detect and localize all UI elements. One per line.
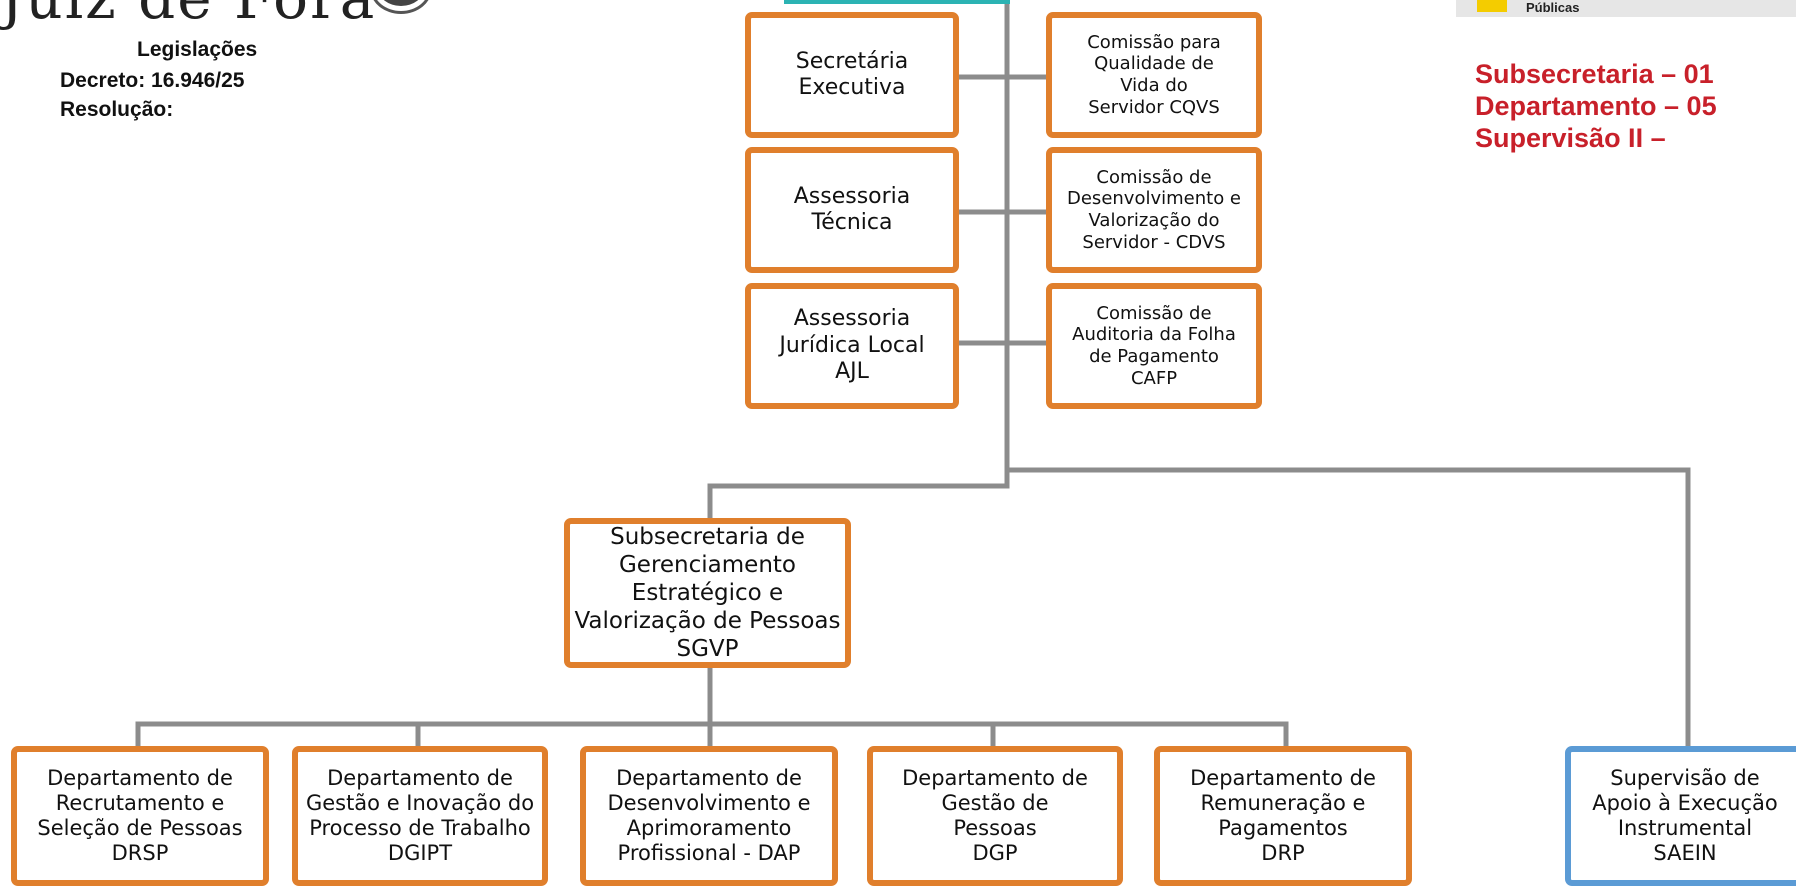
node-dap: Departamento de Desenvolvimento e Aprimo…: [580, 746, 838, 886]
node-label: Departamento de Gestão de Pessoas DGP: [902, 765, 1088, 866]
node-label: Departamento de Recrutamento e Seleção d…: [37, 765, 243, 866]
node-label: Assessoria Jurídica Local AJL: [779, 306, 925, 385]
legend-tab: [1456, 0, 1796, 17]
legend-label: Públicas: [1526, 0, 1580, 15]
node-label: Comissão de Auditoria da Folha de Pagame…: [1072, 302, 1236, 389]
node-cafp: Comissão de Auditoria da Folha de Pagame…: [1046, 283, 1262, 409]
legislation-heading: Legislações: [137, 38, 258, 61]
node-saein: Supervisão de Apoio à Execução Instrumen…: [1565, 746, 1796, 886]
count-subsecretaria: Subsecretaria – 01: [1475, 59, 1714, 89]
node-label: Supervisão de Apoio à Execução Instrumen…: [1592, 765, 1778, 866]
node-label: Departamento de Remuneração e Pagamentos…: [1190, 765, 1376, 866]
node-label: Assessoria Técnica: [793, 183, 911, 235]
connector-lines: [135, 0, 1691, 751]
node-label: Departamento de Gestão e Inovação do Pro…: [305, 765, 535, 866]
node-dgipt: Departamento de Gestão e Inovação do Pro…: [292, 746, 548, 886]
count-departamento: Departamento – 05: [1475, 91, 1717, 121]
node-drp: Departamento de Remuneração e Pagamentos…: [1154, 746, 1412, 886]
node-secretaria-executiva: Secretária Executiva: [745, 12, 959, 138]
node-drsp: Departamento de Recrutamento e Seleção d…: [11, 746, 269, 886]
node-sgvp: Subsecretaria de Gerenciamento Estratégi…: [564, 518, 851, 668]
resolution-text: Resolução:: [60, 98, 174, 121]
node-assessoria-juridica: Assessoria Jurídica Local AJL: [745, 283, 959, 409]
count-supervisao: Supervisão II –: [1475, 123, 1666, 153]
node-label: Subsecretaria de Gerenciamento Estratégi…: [574, 523, 841, 663]
node-dgp: Departamento de Gestão de Pessoas DGP: [867, 746, 1123, 886]
node-label: Secretária Executiva: [795, 48, 909, 100]
unit-counts: Subsecretaria – 01 Departamento – 05 Sup…: [1475, 58, 1717, 154]
secretaria-box-partial: [784, 0, 1010, 4]
node-cdvs: Comissão de Desenvolvimento e Valorizaçã…: [1046, 147, 1262, 273]
header-title-fragment: Juiz de Fora: [0, 0, 376, 32]
node-label: Departamento de Desenvolvimento e Aprimo…: [607, 765, 811, 866]
legend-swatch: [1477, 0, 1507, 12]
node-label: Comissão para Qualidade de Vida do Servi…: [1087, 31, 1221, 118]
node-label: Comissão de Desenvolvimento e Valorizaçã…: [1067, 166, 1241, 253]
decree-text: Decreto: 16.946/25: [60, 69, 245, 92]
node-assessoria-tecnica: Assessoria Técnica: [745, 147, 959, 273]
node-cqvs: Comissão para Qualidade de Vida do Servi…: [1046, 12, 1262, 138]
